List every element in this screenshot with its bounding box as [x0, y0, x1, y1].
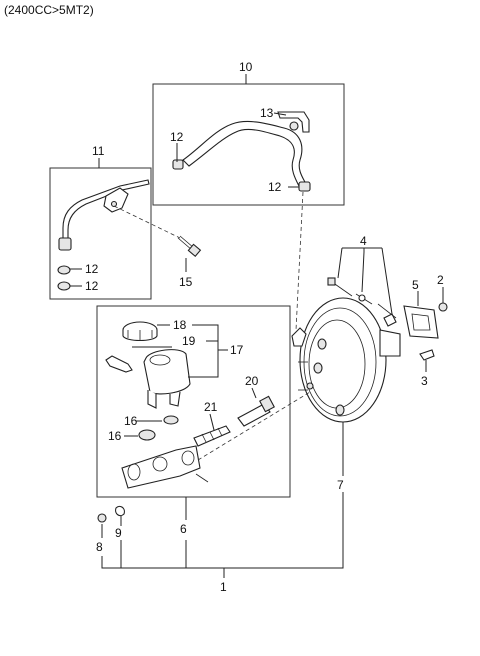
callout-7: 7 [337, 478, 344, 492]
callout-10: 10 [239, 60, 253, 74]
callout-4: 4 [360, 234, 367, 248]
callout-17: 17 [230, 343, 244, 357]
callout-13: 13 [260, 106, 274, 120]
clevis-pin-3 [419, 349, 435, 361]
mc-axis-dash [197, 391, 311, 461]
callout-21: 21 [204, 400, 218, 414]
reservoir-cap-18 [122, 321, 158, 342]
hose-clamp-left [172, 159, 184, 170]
callout-20: 20 [245, 374, 259, 388]
level-sensor-19 [105, 355, 133, 373]
leader-17-bracket [188, 324, 228, 378]
callout-5: 5 [412, 278, 419, 292]
leader-1-bracket [101, 492, 344, 578]
booster-gasket [403, 305, 439, 339]
callout-6: 6 [180, 522, 187, 536]
booster-vacuum-dash [295, 191, 304, 331]
master-cylinder-group-box [96, 305, 291, 498]
hose-bracket-clip [289, 121, 299, 131]
pipe-bracket-hole [110, 200, 118, 208]
vacuum-hose [182, 120, 307, 189]
grommet-16-upper [163, 415, 179, 425]
piston-assembly-20 [237, 395, 275, 427]
callout-9: 9 [115, 526, 122, 540]
master-cylinder-body [121, 445, 209, 489]
pipe-bracket [103, 187, 129, 213]
callout-11: 11 [92, 144, 105, 158]
grommet-16-lower [138, 429, 156, 441]
callout-2: 2 [437, 273, 444, 287]
callout-16-upper: 16 [124, 414, 138, 428]
nut-8 [97, 513, 107, 523]
leader-4 [337, 247, 393, 315]
leader-13 [273, 112, 287, 116]
callout-15: 15 [179, 275, 193, 289]
pipe-end-cap [58, 237, 72, 251]
callout-19: 19 [182, 334, 196, 348]
hose-bracket-13 [277, 111, 310, 133]
washer-9 [115, 505, 125, 517]
bolt-15 [177, 235, 202, 258]
bolt-15-leader-dash [113, 205, 181, 239]
callout-12-right: 12 [268, 180, 282, 194]
nut-2 [438, 302, 448, 312]
leader-20 [251, 387, 257, 399]
vacuum-pipe [62, 179, 150, 241]
vacuum-hose-group-box [152, 83, 345, 206]
callout-12-top: 12 [170, 130, 184, 144]
leader-21 [209, 413, 215, 431]
brake-booster [298, 297, 401, 423]
variant-label: (2400CC>5MT2) [4, 3, 94, 17]
callout-8: 8 [96, 540, 103, 554]
piston-assembly-21 [193, 425, 231, 447]
callout-18: 18 [173, 318, 187, 332]
vacuum-pipe-group-box [49, 167, 152, 300]
callout-16-lower: 16 [108, 429, 122, 443]
callout-12-clamp-upper: 12 [85, 262, 99, 276]
callout-3: 3 [421, 374, 428, 388]
fluid-reservoir [143, 349, 191, 409]
pipe-clamp-lower [57, 281, 71, 291]
pipe-clamp-upper [57, 265, 71, 275]
check-valve [291, 327, 307, 347]
booster-studs-4 [327, 277, 397, 319]
hose-clamp-right [298, 181, 311, 192]
callout-1: 1 [220, 580, 227, 594]
callout-12-clamp-lower: 12 [85, 279, 99, 293]
